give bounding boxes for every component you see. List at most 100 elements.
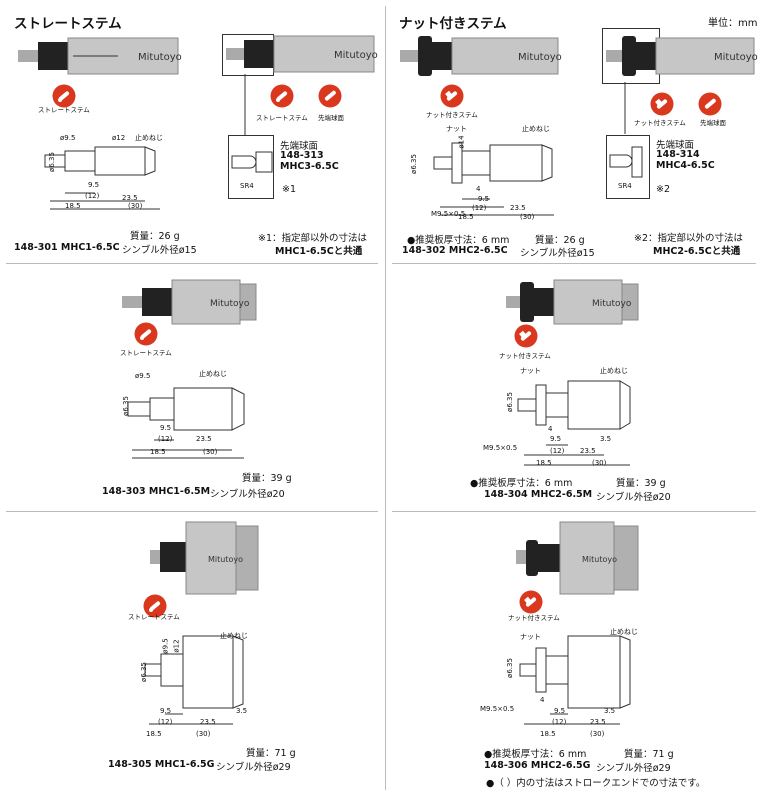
model-code: 148-301 MHC1-6.5C — [14, 242, 120, 253]
nut-stem-icon — [519, 590, 543, 614]
model-code: 148-305 MHC1-6.5G — [108, 759, 215, 770]
nut-stem-icon — [514, 324, 538, 348]
icon-label: 先端球面 — [318, 114, 344, 122]
svg-text:Mitutoyo: Mitutoyo — [714, 52, 758, 63]
variant-code: 148-314 — [656, 149, 700, 160]
dim-label: (30) — [590, 730, 605, 738]
dim-label: (12) — [472, 204, 487, 212]
dim-label: (12) — [552, 718, 567, 726]
dimension-drawing — [517, 380, 631, 466]
dim-label: M9.5×0.5 — [431, 210, 466, 218]
dim-label: (12) — [550, 447, 565, 455]
micrometer-head-image: Mitutoyo — [400, 36, 562, 76]
dim-label: 18.5 — [150, 448, 166, 456]
variant-model: MHC4-6.5C — [656, 160, 715, 171]
dim-label: M9.5×0.5 — [483, 444, 518, 452]
note-line: MHC2-6.5Cと共通 — [653, 246, 741, 257]
unit-label: 単位：mm — [708, 18, 758, 29]
svg-text:Mitutoyo: Mitutoyo — [334, 50, 378, 61]
dim-label: 9.5 — [160, 424, 172, 432]
dim-label: 23.5 — [590, 718, 606, 726]
dim-label: ø14 — [457, 135, 466, 149]
dim-label: ø6.35 — [409, 154, 418, 174]
icon-label: 先端球面 — [700, 119, 726, 127]
dim-label: 止めねじ — [610, 628, 638, 636]
dim-label: 23.5 — [510, 204, 526, 212]
icon-label: ナット付きステム — [508, 614, 560, 622]
dim-label: ø6.35 — [139, 662, 148, 682]
mass-label: 質量：71 g — [624, 749, 674, 760]
svg-text:Mitutoyo: Mitutoyo — [138, 52, 182, 63]
dim-label: 18.5 — [458, 213, 474, 221]
model-code: 148-303 MHC1-6.5M — [102, 486, 211, 497]
dimension-drawing — [144, 635, 244, 725]
mass-label: 質量：26 g — [535, 235, 585, 246]
icon-label: ストレートステム — [120, 349, 172, 357]
svg-text:Mitutoyo: Mitutoyo — [582, 555, 617, 564]
dim-label: ø6.35 — [47, 152, 56, 172]
thimble-label: シンブル外径ø20 — [210, 489, 285, 500]
dim-label: ø6.35 — [505, 392, 514, 412]
dim-label: ナット — [520, 367, 541, 375]
dim-label: 止めねじ — [135, 134, 163, 142]
micrometer-head-image: Mitutoyo — [606, 36, 758, 76]
mass-label: 質量：71 g — [246, 748, 296, 759]
dim-label: 9.5 — [160, 707, 172, 715]
dim-label: ナット — [520, 633, 541, 641]
dim-label: 4 — [540, 696, 545, 704]
thimble-label: シンブル外径ø29 — [596, 763, 671, 774]
dim-label: 止めねじ — [600, 367, 628, 375]
note-line: ※1：指定部以外の寸法は — [258, 233, 368, 244]
svg-text:Mitutoyo: Mitutoyo — [208, 555, 243, 564]
svg-text:Mitutoyo: Mitutoyo — [210, 299, 250, 309]
spherical-tip-icon — [698, 92, 722, 116]
dim-label: M9.5×0.5 — [480, 705, 515, 713]
svg-text:Mitutoyo: Mitutoyo — [518, 52, 562, 63]
icon-label: ストレートステム — [256, 114, 308, 122]
dim-label: ø12 — [172, 639, 181, 653]
plate-label: ●推奨板厚寸法：6 mm — [470, 478, 573, 489]
dim-label: (30) — [196, 730, 211, 738]
dim-label: (12) — [158, 718, 173, 726]
dim-label: ø6.35 — [505, 658, 514, 678]
sr-label: SR4 — [240, 182, 254, 190]
variant-code: 148-313 — [280, 150, 324, 161]
section-title-nut: ナット付きステム — [399, 16, 507, 32]
dim-label: 18.5 — [65, 202, 81, 210]
note-ref: ※2 — [656, 184, 671, 195]
dim-label: ø6.35 — [121, 396, 130, 416]
dim-label: ø9.5 — [60, 134, 76, 142]
dim-label: 18.5 — [536, 459, 552, 467]
dimension-drawing — [127, 387, 245, 459]
plate-label: ●推奨板厚寸法：6 mm — [407, 235, 510, 246]
micrometer-head-image: Mitutoyo — [122, 279, 257, 325]
variant-head: 先端球面 — [656, 140, 695, 151]
icon-label: ナット付きステム — [426, 111, 478, 119]
dim-label: ø9.5 — [135, 372, 151, 380]
divider — [6, 263, 378, 264]
model-code: 148-304 MHC2-6.5M — [484, 489, 593, 500]
dim-label: 4 — [548, 425, 553, 433]
dim-label: 23.5 — [200, 718, 216, 726]
divider — [392, 511, 756, 512]
dim-label: 9.5 — [554, 707, 566, 715]
divider — [392, 263, 756, 264]
icon-label: ナット付きステム — [499, 352, 551, 360]
spherical-tip-drawing — [609, 146, 643, 178]
dim-label: 18.5 — [540, 730, 556, 738]
icon-label: ストレートステム — [38, 106, 90, 114]
dim-label: 23.5 — [580, 447, 596, 455]
note-ref: ※1 — [282, 184, 297, 195]
dimension-drawing — [44, 146, 160, 210]
dim-label: ナット — [446, 125, 467, 133]
micrometer-head-image: Mitutoyo — [18, 37, 182, 75]
variant-model: MHC3-6.5C — [280, 161, 339, 172]
section-title-straight: ストレートステム — [14, 16, 122, 32]
straight-stem-icon — [134, 322, 158, 346]
mass-label: 質量：26 g — [130, 231, 180, 242]
nut-stem-icon — [650, 92, 674, 116]
dim-label: 3.5 — [236, 707, 248, 715]
thimble-label: シンブル外径ø20 — [596, 492, 671, 503]
nut-stem-icon — [440, 84, 464, 108]
dim-label: 9.5 — [478, 195, 490, 203]
